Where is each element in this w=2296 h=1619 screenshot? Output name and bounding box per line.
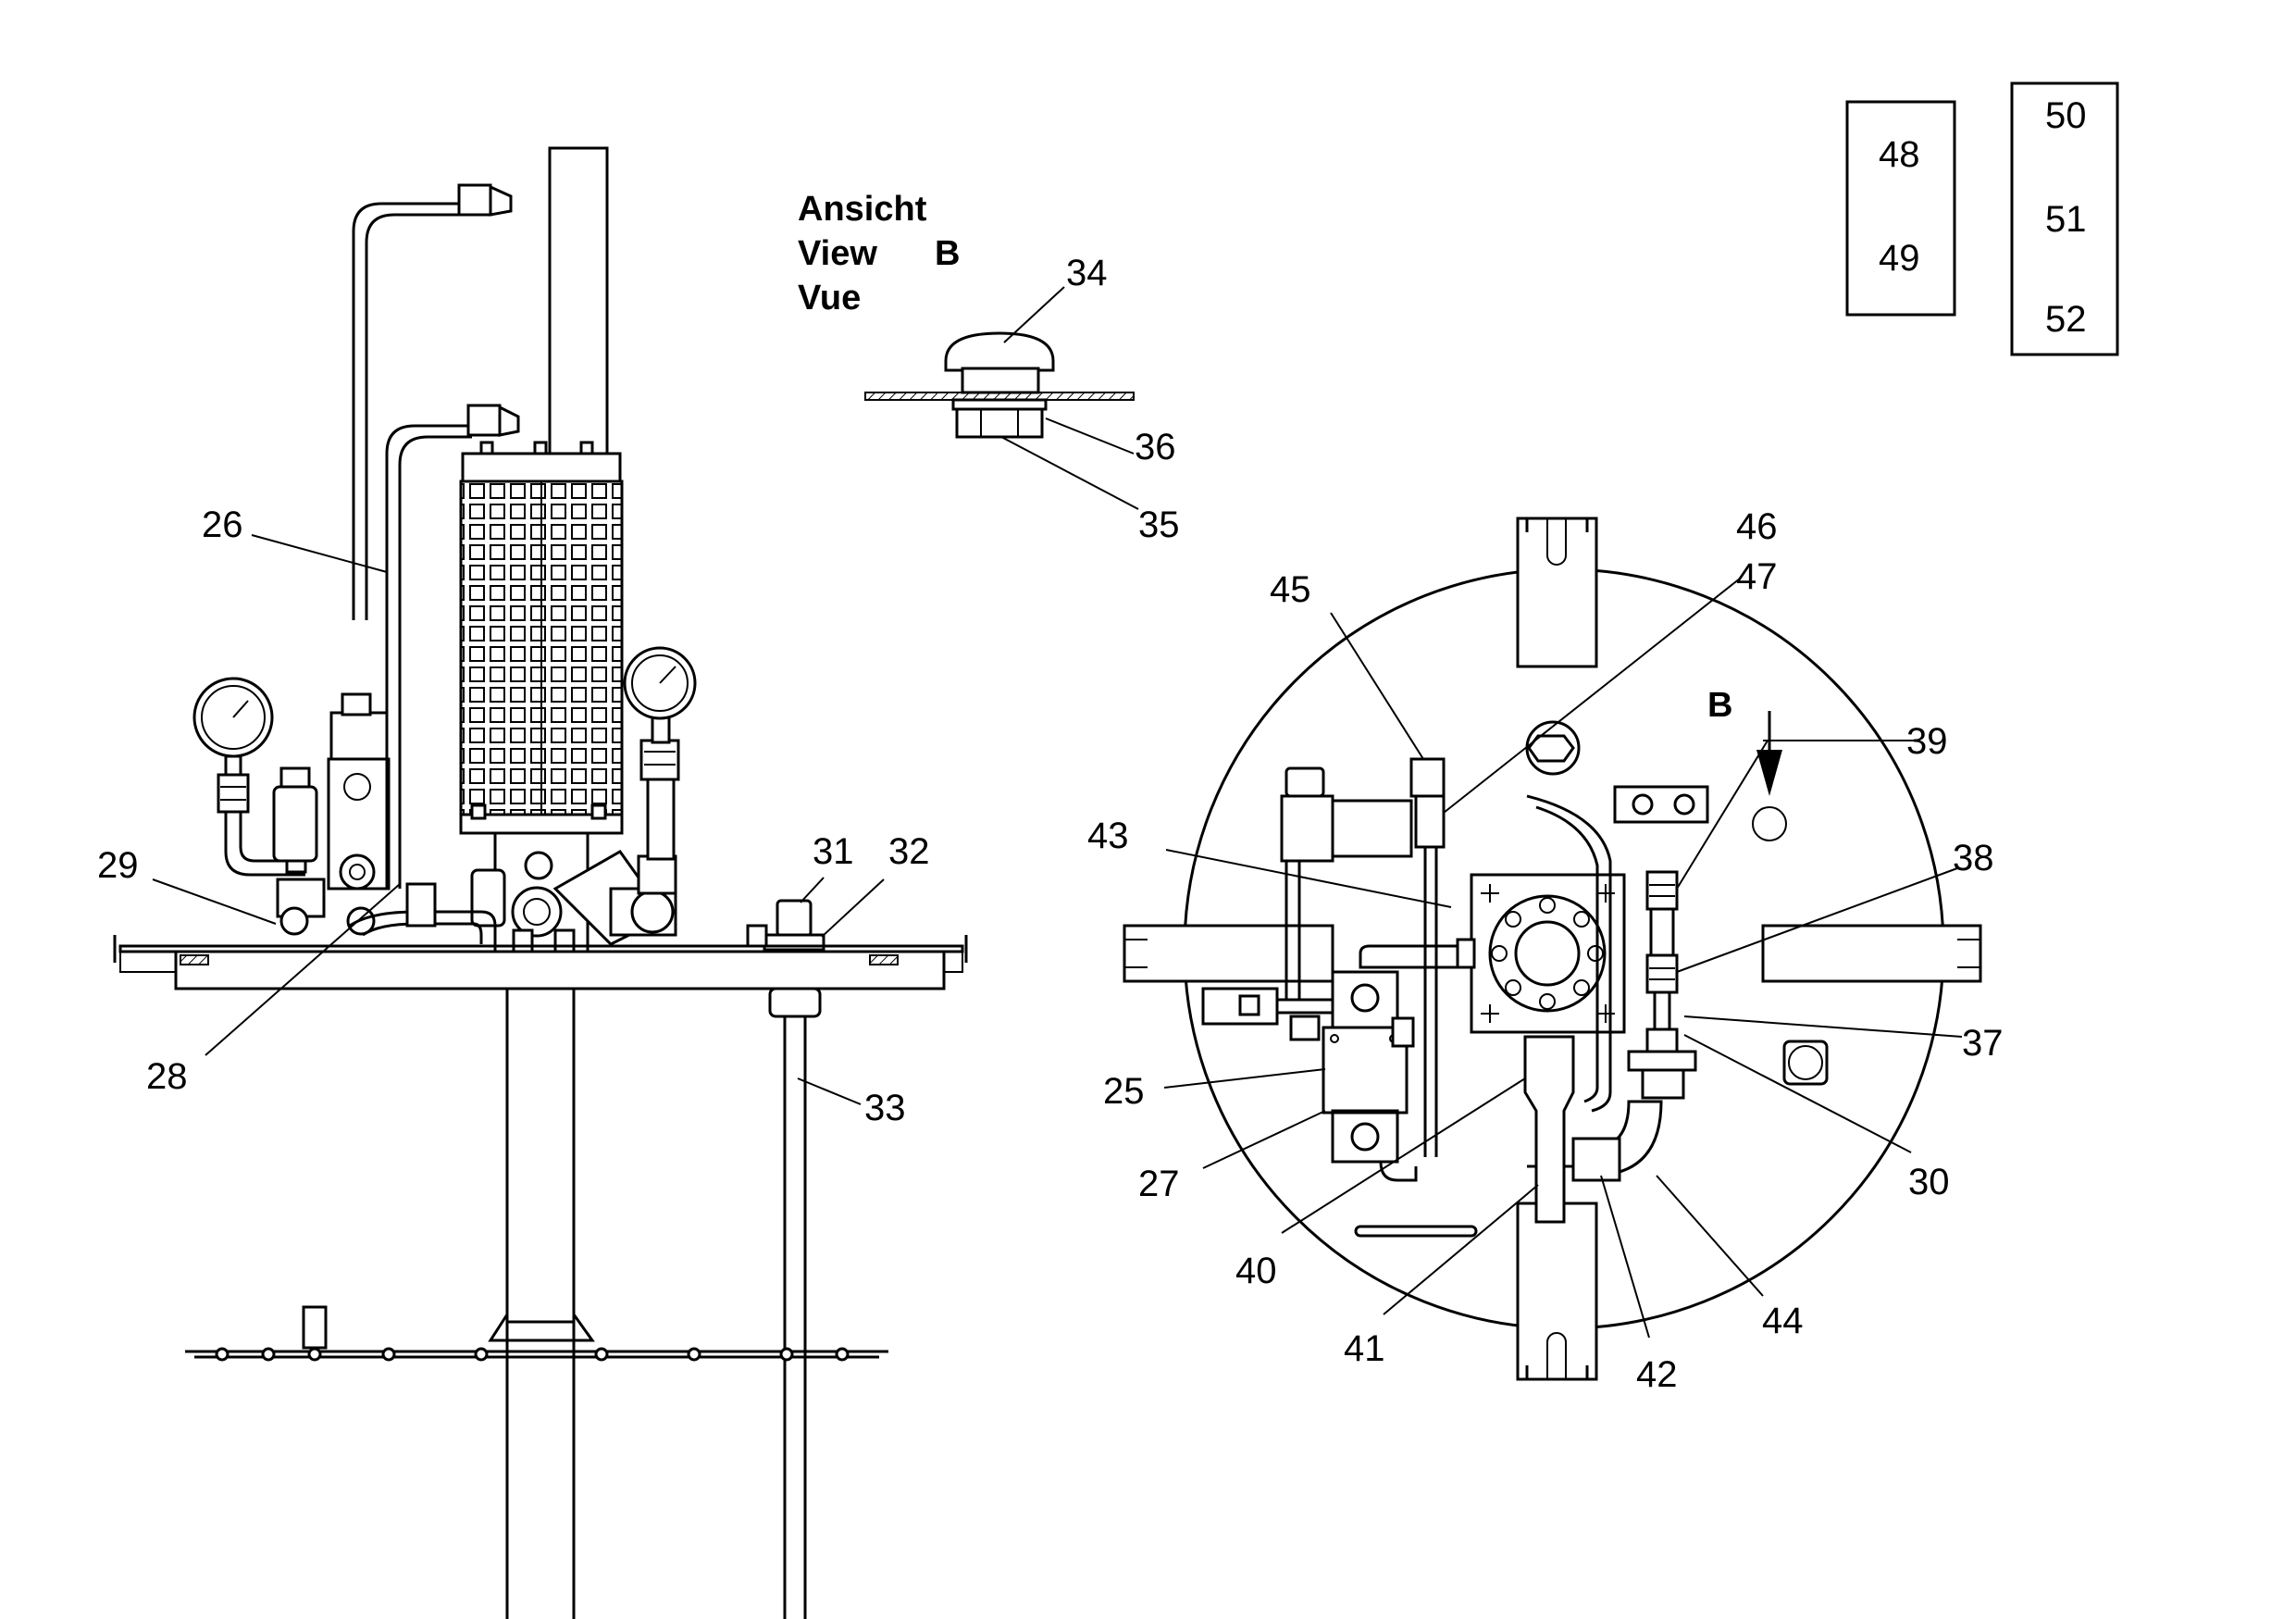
view-arrow-letter: B bbox=[1707, 686, 1732, 725]
callout-46: 46 bbox=[1736, 506, 1778, 547]
parts-boxes: 48 49 50 51 52 bbox=[1845, 81, 2119, 356]
parts-box-48-49 bbox=[1845, 100, 1956, 317]
callout-37: 37 bbox=[1962, 1023, 2004, 1064]
callout-43: 43 bbox=[1087, 816, 1129, 856]
leader-lines bbox=[152, 286, 1963, 1339]
callout-32: 32 bbox=[888, 831, 930, 872]
callout-25: 25 bbox=[1103, 1071, 1145, 1112]
callout-48: 48 bbox=[1879, 134, 1920, 175]
detail-view-b bbox=[864, 331, 1135, 439]
callout-29: 29 bbox=[97, 845, 139, 886]
view-label-vue: Vue bbox=[798, 279, 861, 318]
view-label-view: View bbox=[798, 234, 877, 273]
callout-51: 51 bbox=[2045, 199, 2087, 240]
side-view bbox=[113, 146, 968, 1619]
callout-42: 42 bbox=[1636, 1354, 1678, 1395]
callout-50: 50 bbox=[2045, 95, 2087, 136]
parts-box-50-52 bbox=[2010, 81, 2119, 356]
callout-38: 38 bbox=[1953, 838, 1994, 878]
callout-40: 40 bbox=[1235, 1251, 1277, 1291]
callout-30: 30 bbox=[1908, 1162, 1950, 1202]
callout-28: 28 bbox=[146, 1056, 188, 1097]
callout-31: 31 bbox=[813, 831, 854, 872]
callout-49: 49 bbox=[1879, 238, 1920, 279]
callout-36: 36 bbox=[1135, 427, 1176, 467]
view-label-block: Ansicht View Vue B bbox=[798, 190, 960, 318]
callout-41: 41 bbox=[1344, 1328, 1385, 1369]
callout-26: 26 bbox=[202, 504, 243, 545]
callout-44: 44 bbox=[1762, 1301, 1804, 1341]
view-label-letter: B bbox=[935, 234, 960, 273]
callout-34: 34 bbox=[1066, 253, 1108, 293]
callout-33: 33 bbox=[864, 1088, 906, 1128]
view-label-ansicht: Ansicht bbox=[798, 190, 927, 229]
callout-27: 27 bbox=[1138, 1164, 1180, 1204]
callout-45: 45 bbox=[1270, 569, 1311, 610]
callout-39: 39 bbox=[1906, 721, 1948, 762]
callout-52: 52 bbox=[2045, 299, 2087, 340]
callout-35: 35 bbox=[1138, 504, 1180, 545]
top-view bbox=[1123, 517, 1982, 1381]
callout-47: 47 bbox=[1736, 556, 1778, 597]
callout-labels: 26 29 28 31 32 33 34 36 35 45 46 47 43 3… bbox=[97, 253, 2004, 1395]
